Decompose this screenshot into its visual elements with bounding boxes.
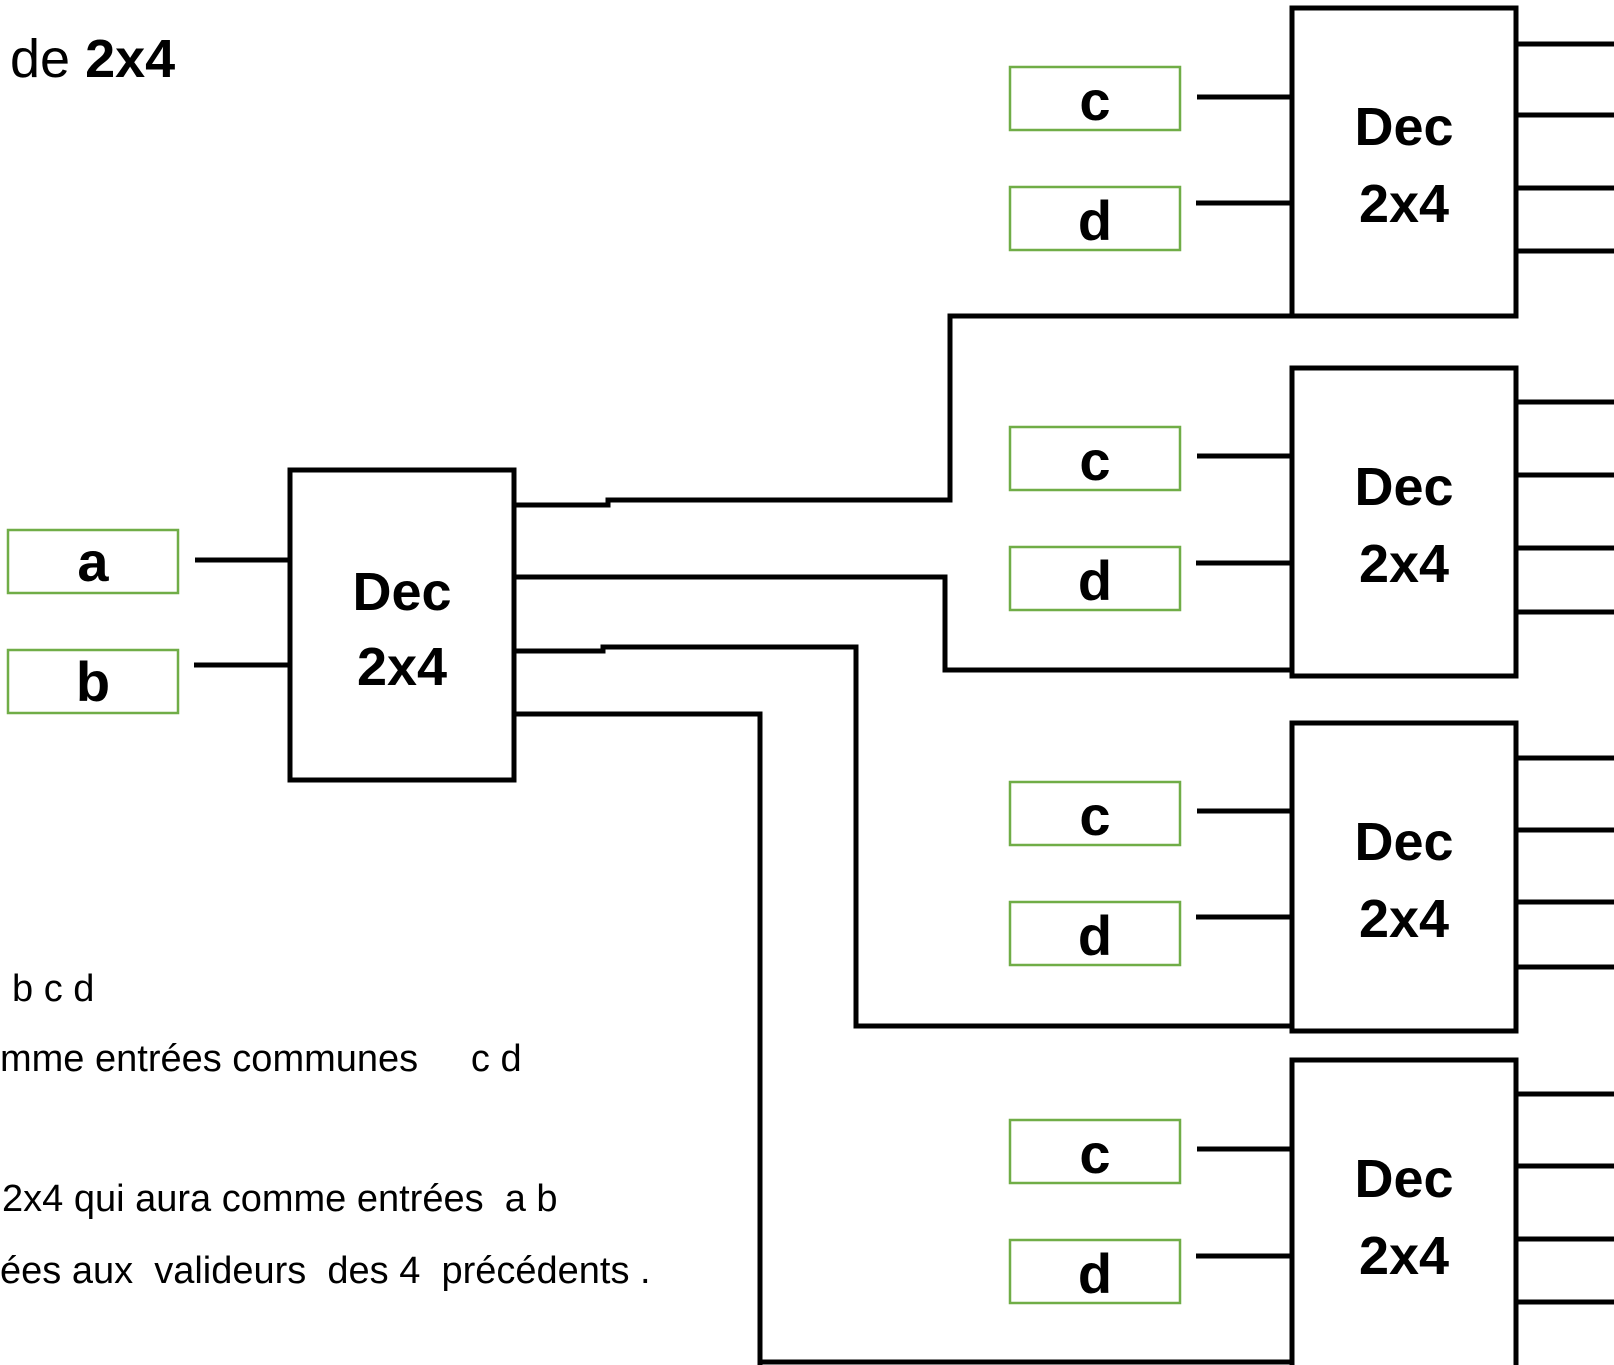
sub-decoder-1-label-line2: 2x4	[1359, 174, 1449, 234]
note-line-1: b c d	[12, 968, 95, 1010]
page-title: de 2x4	[10, 28, 175, 90]
input-box-d	[1008, 545, 1182, 612]
input-box-c	[1008, 780, 1182, 847]
input-box-c	[1008, 65, 1182, 132]
main-decoder-label-line1: Dec	[352, 562, 451, 622]
sub-decoder-2-block	[1289, 365, 1519, 679]
sub-decoder-4-block	[1289, 1057, 1519, 1365]
input-label-c: c	[1079, 69, 1110, 132]
note-line-3: 2x4 qui aura comme entrées a b	[2, 1178, 558, 1220]
sub-decoder-4: c d Dec 2x4	[1008, 1057, 1614, 1365]
sub-decoder-1: c d Dec 2x4	[1008, 5, 1614, 319]
wire-enable-decoder-2	[514, 574, 1292, 673]
wire-enable-decoder-4	[514, 711, 763, 1365]
input-box-b	[6, 648, 180, 715]
input-box-d	[1008, 185, 1182, 252]
input-box-d	[1008, 1238, 1182, 1305]
wire-enable-decoder-3	[514, 644, 1292, 1029]
sub-decoder-1-block	[1289, 5, 1519, 319]
input-label-c: c	[1079, 1122, 1110, 1185]
wire-enable-decoder-1	[514, 313, 1292, 508]
input-box-c	[1008, 1118, 1182, 1185]
sub-decoder-2-label-line1: Dec	[1354, 457, 1453, 517]
input-label-a: a	[77, 530, 109, 593]
note-line-2: mme entrées communes c d	[0, 1038, 522, 1080]
sub-decoder-3-block	[1289, 720, 1519, 1034]
input-box-d	[1008, 900, 1182, 967]
sub-decoder-1-label-line1: Dec	[1354, 97, 1453, 157]
sub-decoder-2-label-line2: 2x4	[1359, 534, 1449, 594]
input-label-d: d	[1078, 189, 1112, 252]
main-decoder-block	[287, 467, 517, 783]
input-box-c	[1008, 425, 1182, 492]
main-decoder-label-line2: 2x4	[357, 637, 447, 697]
sub-decoder-3-label-line2: 2x4	[1359, 889, 1449, 949]
main-decoder: a b Dec 2x4	[6, 467, 517, 783]
input-label-d: d	[1078, 904, 1112, 967]
title-prefix: de	[10, 29, 71, 89]
input-label-c: c	[1079, 429, 1110, 492]
input-label-c: c	[1079, 784, 1110, 847]
input-label-b: b	[76, 650, 110, 713]
input-label-d: d	[1078, 549, 1112, 612]
input-label-d: d	[1078, 1242, 1112, 1305]
sub-decoder-4-label-line1: Dec	[1354, 1149, 1453, 1209]
title-bold: 2x4	[85, 29, 176, 89]
sub-decoder-3: c d Dec 2x4	[1008, 720, 1614, 1034]
sub-decoder-3-label-line1: Dec	[1354, 812, 1453, 872]
note-line-4: ées aux valideurs des 4 précédents .	[0, 1250, 651, 1292]
sub-decoder-2: c d Dec 2x4	[1008, 365, 1614, 679]
input-box-a	[6, 528, 180, 595]
sub-decoder-4-label-line2: 2x4	[1359, 1226, 1449, 1286]
